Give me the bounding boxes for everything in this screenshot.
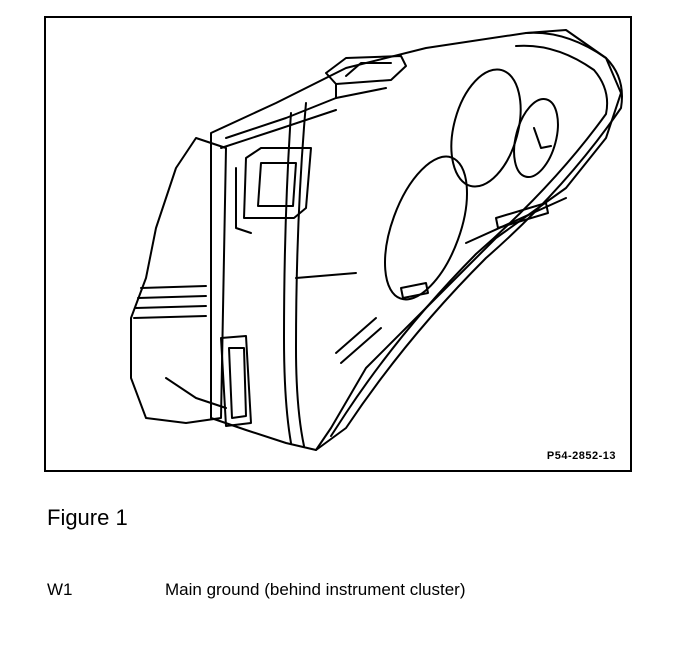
bottom-connector: [220, 335, 252, 427]
figure-caption: Figure 1: [47, 505, 128, 530]
gauge-speedo: [384, 155, 468, 301]
side-connector: [243, 147, 312, 219]
housing-rear-block: [130, 137, 227, 424]
gauge-clock: [513, 98, 559, 178]
housing-body: [210, 29, 622, 451]
legend-code: W1: [47, 580, 73, 599]
bezel-inner: [330, 44, 609, 437]
instrument-cluster-illustration: [130, 29, 623, 451]
top-connector: [325, 55, 407, 85]
figure-code: P54-2852-13: [546, 450, 616, 462]
bezel-outer: [315, 31, 623, 451]
figure-frame: P54-2852-13: [44, 16, 632, 472]
legend-row: W1 Main ground (behind instrument cluste…: [47, 580, 647, 604]
legend-description: Main ground (behind instrument cluster): [165, 580, 466, 599]
gauge-tach: [450, 68, 522, 188]
